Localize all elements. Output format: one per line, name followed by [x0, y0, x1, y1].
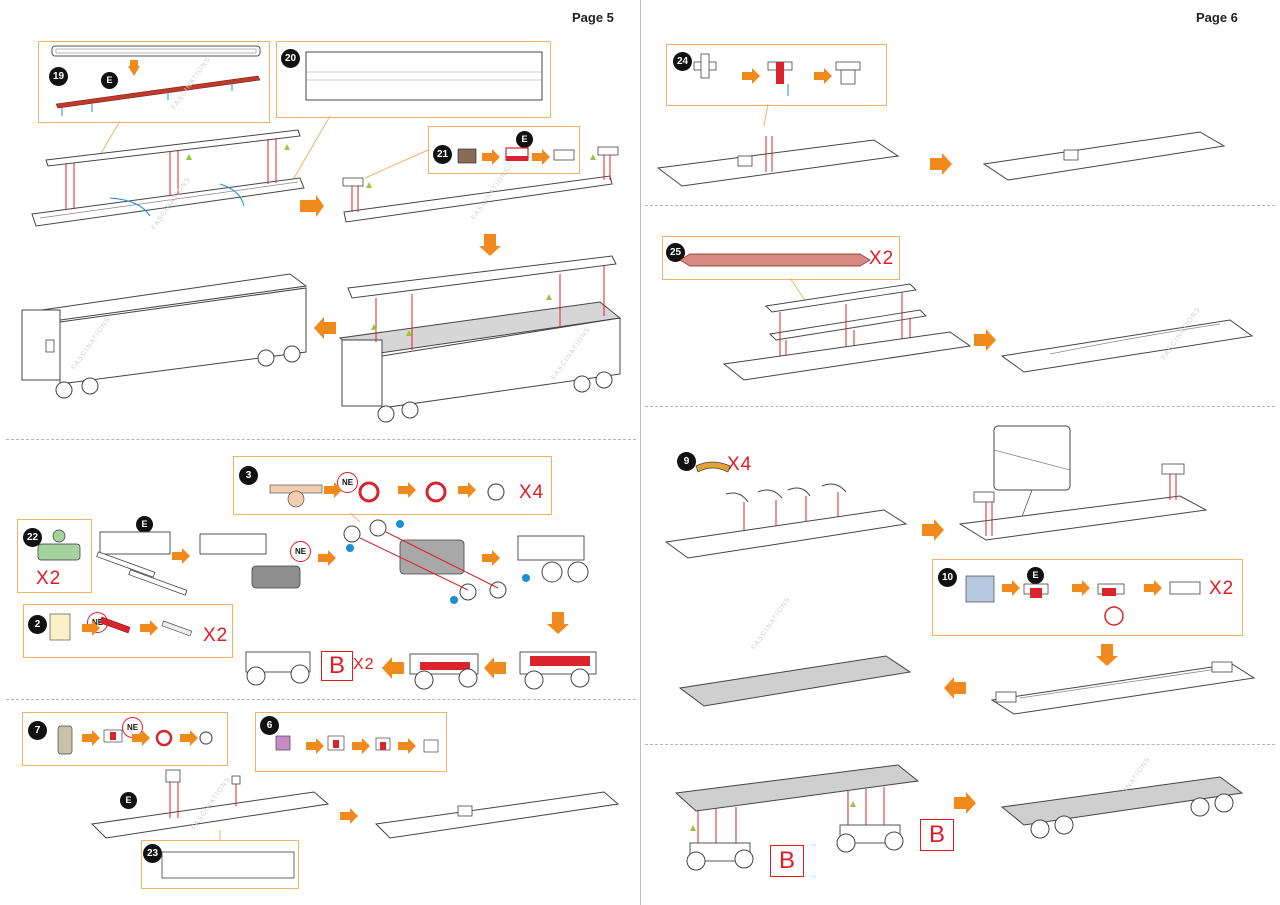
step-badge: 20 — [281, 49, 300, 68]
bogie-assembly-illustration — [37, 481, 597, 690]
subassembly-b-label: B — [321, 651, 353, 681]
subassembly-b-label: B — [920, 819, 954, 851]
multiplier-label: X2 — [869, 248, 895, 269]
step-badge: 24 — [673, 52, 692, 71]
page-divider — [640, 0, 641, 905]
subassembly-b-label: B — [770, 845, 804, 877]
step-badge: 10 — [938, 568, 957, 587]
step-badge: 25 — [666, 243, 685, 262]
step-badge: 22 — [23, 528, 42, 547]
underframe-step-illustration — [57, 725, 620, 879]
e-marker: E — [516, 131, 533, 148]
step-20-box — [276, 41, 551, 118]
step-badge: 9 — [677, 452, 696, 471]
section-divider — [6, 439, 636, 440]
multiplier-label: X2 — [1209, 578, 1235, 599]
page-number-right: Page 6 — [1196, 10, 1238, 25]
multiplier-label: X2 — [203, 625, 229, 646]
step-badge: 21 — [433, 145, 452, 164]
multiplier-label: X4 — [519, 482, 545, 503]
step-badge: 2 — [28, 615, 47, 634]
frame-bracing-illustration — [664, 425, 1256, 715]
ne-marker: NE — [290, 541, 311, 562]
e-marker: E — [1027, 567, 1044, 584]
step-badge: 23 — [143, 844, 162, 863]
section-divider — [645, 205, 1275, 206]
crossbeam-illustration — [679, 253, 1254, 381]
multiplier-label: X4 — [727, 454, 753, 475]
page-number-left: Page 5 — [572, 10, 614, 25]
e-marker: E — [101, 72, 118, 89]
step-badge: 6 — [260, 716, 279, 735]
section-divider — [645, 406, 1275, 407]
underframe-pin-illustration — [656, 53, 1226, 187]
step-badge: 3 — [239, 466, 258, 485]
roof-assembly-illustration — [21, 45, 622, 423]
multiplier-label: X2 — [353, 656, 375, 673]
final-assembly-illustration — [674, 764, 1244, 871]
e-marker: E — [120, 792, 137, 809]
ne-marker: NE — [337, 472, 358, 493]
section-divider — [645, 744, 1275, 745]
section-divider — [6, 699, 636, 700]
step-badge: 19 — [49, 67, 68, 86]
step-badge: 7 — [28, 721, 47, 740]
multiplier-label: X2 — [36, 568, 62, 589]
e-marker: E — [136, 516, 153, 533]
